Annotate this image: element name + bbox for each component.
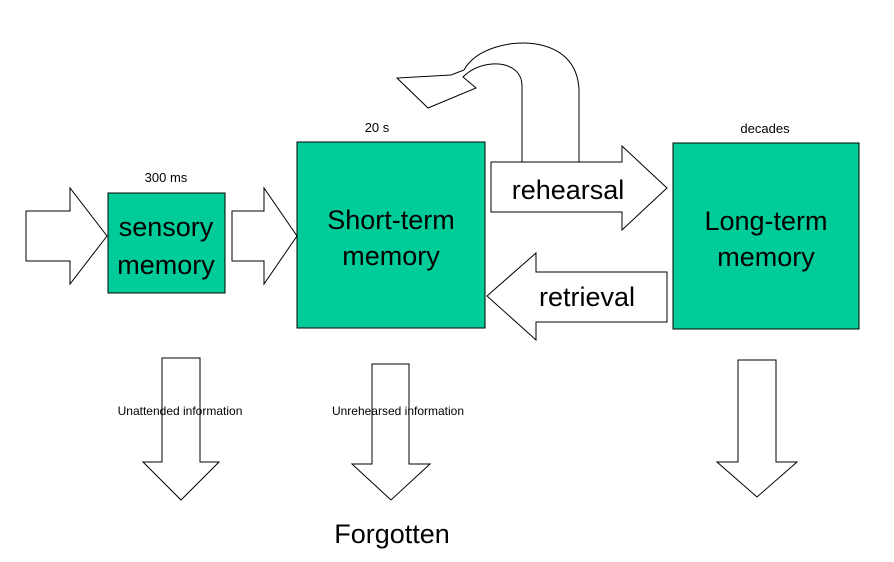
sensory-label-line2: memory <box>117 250 215 280</box>
rehearsal-label: rehearsal <box>512 175 625 205</box>
input-arrow <box>25 186 108 286</box>
sensory-memory-box <box>107 192 226 294</box>
long-term-down-arrow <box>715 359 799 498</box>
rehearsal-arrow <box>490 144 668 232</box>
unrehearsed-down-arrow <box>350 363 432 501</box>
long-term-label-line1: Long-term <box>704 206 827 236</box>
retrieval-arrow <box>486 251 668 342</box>
sensory-to-short-term-arrow <box>231 186 298 286</box>
unrehearsed-label: Unrehearsed information <box>332 404 464 418</box>
retrieval-label: retrieval <box>539 282 635 312</box>
long-term-memory-box <box>672 142 860 330</box>
unattended-label: Unattended information <box>118 404 243 418</box>
forgotten-label: Forgotten <box>334 519 450 549</box>
short-term-label-line1: Short-term <box>327 205 455 235</box>
short-term-memory-box <box>296 141 486 329</box>
long-term-label-line2: memory <box>717 242 815 272</box>
unattended-down-arrow <box>141 357 221 501</box>
sensory-duration: 300 ms <box>145 170 188 185</box>
short-term-duration: 20 s <box>365 120 390 135</box>
loop-arrow-shape <box>395 42 580 163</box>
sensory-label-line1: sensory <box>119 212 214 242</box>
long-term-duration: decades <box>740 121 790 136</box>
short-term-label-line2: memory <box>342 241 440 271</box>
